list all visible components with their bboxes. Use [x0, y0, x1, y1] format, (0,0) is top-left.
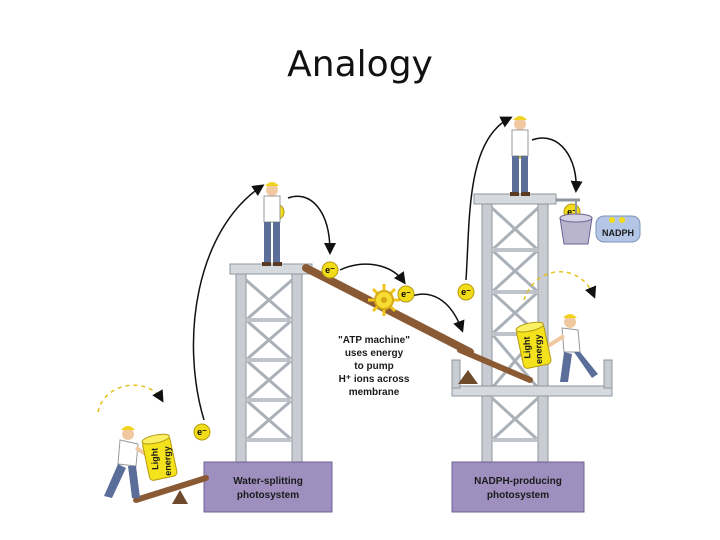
- worker-left-top: [262, 182, 282, 266]
- nadph-producing-base: NADPH-producing photosystem: [451, 461, 585, 513]
- svg-text:e⁻: e⁻: [401, 289, 411, 299]
- light-energy-can-right: Light energy: [515, 321, 552, 369]
- worker-right-top: [510, 116, 530, 196]
- atp-caption-line-3: to pump: [354, 361, 393, 372]
- left-tower: [229, 263, 313, 465]
- water-splitting-label-2: photosystem: [237, 490, 299, 501]
- light-energy-label-left-1: Light: [149, 448, 160, 470]
- svg-text:e⁻: e⁻: [325, 265, 335, 275]
- light-energy-label-right-1: Light: [522, 336, 533, 358]
- atp-caption-line-2: uses energy: [345, 348, 404, 359]
- electron-right-lower: e⁻: [457, 283, 475, 301]
- ramps: [133, 264, 533, 504]
- atp-machine-wheel-icon: [368, 284, 400, 316]
- svg-text:e⁻: e⁻: [461, 287, 471, 297]
- electron-ramp: e⁻: [321, 261, 339, 279]
- electron-left-bottom: e⁻: [193, 423, 211, 441]
- worker-right-bottom: [546, 314, 598, 382]
- electron-wheel: e⁻: [397, 285, 415, 303]
- light-energy-label-right-2: energy: [533, 334, 544, 364]
- electron-path-arrows: [97, 116, 597, 421]
- slide-title: Analogy: [287, 44, 433, 85]
- light-energy-can-left: Light energy: [141, 433, 178, 481]
- atp-caption-line-5: membrane: [349, 387, 400, 398]
- atp-machine-caption: "ATP machine" uses energy to pump H⁺ ion…: [338, 335, 410, 398]
- nadph-producing-label-1: NADPH-producing: [474, 476, 562, 487]
- water-splitting-base: Water-splitting photosystem: [203, 461, 333, 513]
- worker-left-bottom: [104, 426, 154, 498]
- bucket-icon: [559, 200, 593, 245]
- nadph-label: NADPH: [602, 228, 634, 238]
- atp-caption-line-1: "ATP machine": [338, 335, 410, 346]
- light-energy-label-left-2: energy: [162, 446, 173, 476]
- nadph-producing-label-2: photosystem: [487, 490, 549, 501]
- svg-text:e⁻: e⁻: [197, 427, 207, 437]
- atp-caption-line-4: H⁺ ions across: [339, 374, 410, 385]
- right-tower: [451, 193, 613, 465]
- svg-text:e⁻: e⁻: [567, 207, 577, 217]
- nadph-badge: NADPH: [595, 215, 641, 243]
- water-splitting-label-1: Water-splitting: [233, 476, 303, 487]
